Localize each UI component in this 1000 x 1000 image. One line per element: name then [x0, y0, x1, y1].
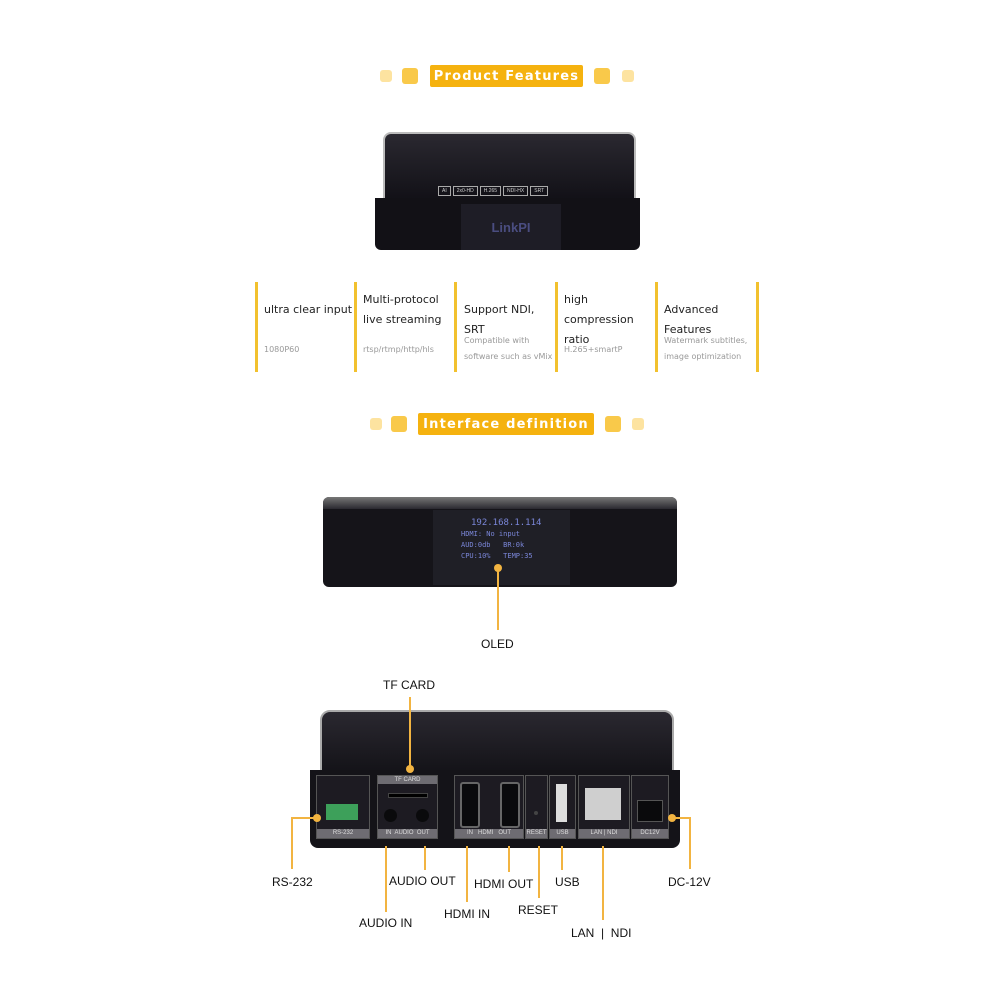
- oled-line: CPU:10% TEMP:35: [461, 552, 533, 560]
- badge: AI: [438, 186, 451, 196]
- callout-line: [291, 817, 315, 819]
- divider: [354, 282, 357, 372]
- callout-line: [672, 817, 691, 819]
- lan-panel: LAN | NDI: [578, 775, 630, 839]
- usb-label: USB: [555, 875, 580, 889]
- callout-line: [602, 846, 604, 920]
- feature-subtitle: H.265+smartP: [564, 345, 623, 354]
- port-label: IN AUDIO OUT: [378, 829, 437, 838]
- callout-line: [409, 697, 411, 767]
- reset-panel: RESET: [525, 775, 548, 839]
- tf-audio-panel: TF CARD IN AUDIO OUT: [377, 775, 438, 839]
- feature-title: Multi-protocol live streaming: [363, 293, 442, 326]
- callout-line: [561, 846, 563, 870]
- feature-title: Support NDI, SRT: [464, 303, 535, 336]
- decor-square: [632, 418, 644, 430]
- oled-ip: 192.168.1.114: [471, 518, 542, 528]
- divider: [454, 282, 457, 372]
- divider: [756, 282, 759, 372]
- feature-title: ultra clear input: [264, 303, 353, 316]
- callout-dot: [406, 765, 414, 773]
- badge: 2x0-HD: [452, 186, 478, 196]
- device-front-image: 192.168.1.114 HDMI: No input AUD:0db BR:…: [323, 497, 677, 587]
- feature-subtitle: rtsp/rtmp/http/hls: [363, 345, 434, 354]
- hdmi-out-label: HDMI OUT: [474, 877, 534, 891]
- tf-card-label: TF CARD: [383, 678, 435, 692]
- divider: [255, 282, 258, 372]
- audio-out-label: AUDIO OUT: [389, 874, 456, 888]
- badge: NDI-HX: [503, 186, 529, 196]
- linkpi-logo: LinkPI: [491, 220, 531, 235]
- oled-line: HDMI: No input: [461, 530, 521, 538]
- divider: [555, 282, 558, 372]
- decor-square: [370, 418, 382, 430]
- port-label: TF CARD: [378, 776, 437, 784]
- dc-12v-label: DC-12V: [668, 875, 711, 889]
- rs232-port: RS-232: [316, 775, 370, 839]
- audio-in-label: AUDIO IN: [359, 916, 413, 930]
- feature-title: Advanced Features: [664, 303, 719, 336]
- port-label: LAN | NDI: [579, 829, 629, 838]
- feature-subtitle: 1080P60: [264, 345, 300, 354]
- lan-ndi-label: LAN | NDI: [571, 926, 632, 940]
- callout-line: [385, 846, 387, 912]
- section-title-interface-definition: Interface definition: [418, 413, 594, 435]
- badge: H.265: [479, 186, 502, 196]
- callout-line: [689, 817, 691, 869]
- decor-square: [594, 68, 610, 84]
- hdmi-in-label: HDMI IN: [444, 907, 490, 921]
- port-label: RS-232: [317, 829, 369, 838]
- callout-line: [508, 846, 510, 872]
- oled-line: AUD:0db BR:0k: [461, 541, 525, 549]
- feature-subtitle: Compatible with software such as vMix: [464, 336, 553, 361]
- usb-panel: USB: [549, 775, 576, 839]
- hdmi-panel: IN HDMI OUT: [454, 775, 524, 839]
- callout-dot: [313, 814, 321, 822]
- port-label: DC12V: [632, 829, 668, 838]
- decor-square: [380, 70, 392, 82]
- dc-panel: DC12V: [631, 775, 669, 839]
- badge: SRT: [530, 186, 549, 196]
- feature-title: high compression ratio: [564, 293, 634, 346]
- callout-line: [497, 568, 499, 630]
- reset-label: RESET: [518, 903, 559, 917]
- callout-line: [538, 846, 540, 898]
- oled-label: OLED: [481, 637, 514, 651]
- decor-square: [605, 416, 621, 432]
- callout-line: [291, 817, 293, 869]
- divider: [655, 282, 658, 372]
- feature-subtitle: Watermark subtitles, image optimization: [664, 336, 748, 361]
- port-label: IN HDMI OUT: [455, 829, 523, 838]
- decor-square: [402, 68, 418, 84]
- rs232-label: RS-232: [272, 875, 313, 889]
- port-label: USB: [550, 829, 575, 838]
- section-title-product-features: Product Features: [430, 65, 583, 87]
- decor-square: [622, 70, 634, 82]
- decor-square: [391, 416, 407, 432]
- oled-screen: 192.168.1.114 HDMI: No input AUD:0db BR:…: [433, 510, 570, 585]
- callout-line: [466, 846, 468, 902]
- port-label: RESET: [526, 829, 547, 838]
- callout-line: [424, 846, 426, 870]
